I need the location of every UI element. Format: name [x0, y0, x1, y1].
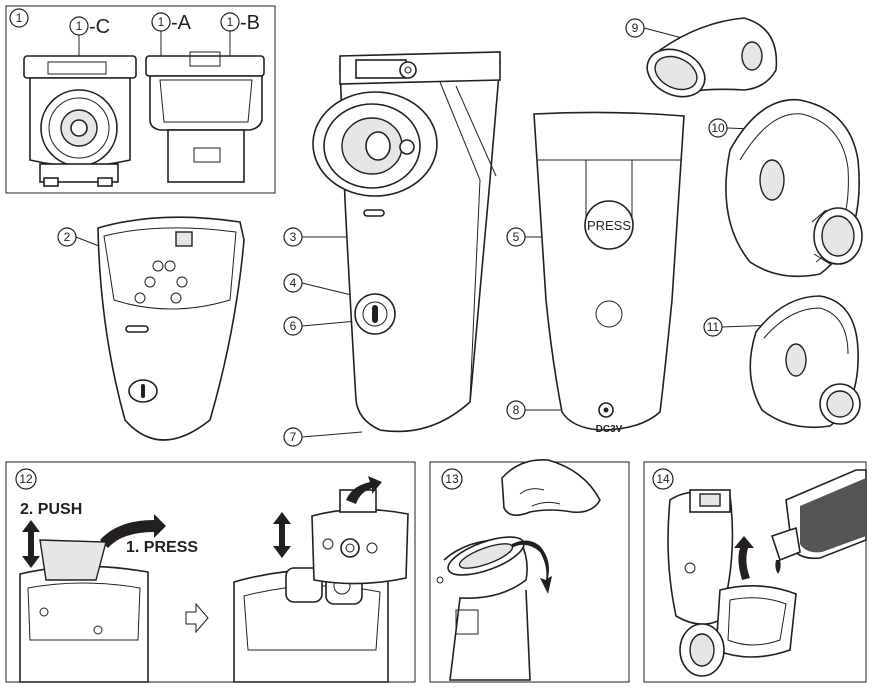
- callout-12: 12: [15, 468, 37, 490]
- callout-14: 14: [652, 468, 674, 490]
- callout-3: 3: [283, 227, 303, 247]
- callout-6: 6: [283, 316, 303, 336]
- callout-1: 1: [9, 8, 29, 28]
- callout-7: 7: [283, 427, 303, 447]
- callout-1c: 1: [69, 16, 89, 36]
- callout-11: 11: [703, 317, 723, 337]
- svg-text:8: 8: [513, 403, 520, 417]
- step-press-label: 1. PRESS: [126, 539, 198, 556]
- callout-1a: 1: [151, 12, 171, 32]
- svg-text:5: 5: [513, 230, 520, 244]
- callout-4: 4: [283, 273, 303, 293]
- power-button-icon: [354, 293, 396, 335]
- callout-13: 13: [441, 468, 463, 490]
- panel-12: 12 2. PUSH 1. PRESS: [5, 461, 416, 683]
- svg-text:14: 14: [656, 472, 670, 486]
- arrow-icon: [346, 476, 382, 504]
- svg-text:13: 13: [445, 472, 459, 486]
- svg-text:11: 11: [707, 320, 720, 334]
- arrow-icon: [185, 602, 209, 634]
- callout-8: 8: [506, 400, 526, 420]
- step-push-label: 2. PUSH: [20, 501, 82, 518]
- part-1c-cap: [23, 55, 137, 187]
- svg-text:10: 10: [711, 121, 725, 135]
- svg-text:1: 1: [16, 11, 23, 25]
- svg-text:1: 1: [227, 15, 234, 29]
- svg-text:6: 6: [290, 319, 297, 333]
- label-1a-suffix: -A: [171, 12, 192, 34]
- svg-text:12: 12: [19, 472, 33, 486]
- callout-5: 5: [506, 227, 526, 247]
- svg-text:3: 3: [290, 230, 297, 244]
- part-11-child-mask: 11: [703, 295, 861, 429]
- svg-text:2: 2: [64, 230, 71, 244]
- dc-port-label: DC3V: [596, 424, 623, 435]
- svg-text:4: 4: [290, 276, 297, 290]
- power-button-icon: [128, 379, 158, 403]
- press-label: PRESS: [587, 218, 631, 233]
- svg-text:7: 7: [290, 430, 297, 444]
- svg-text:9: 9: [632, 21, 639, 35]
- part-5-device-back: 5 8 PRESS DC3V: [506, 111, 685, 435]
- panel-14: 14: [643, 461, 867, 683]
- part-3-device: 3 4 6 7: [283, 51, 501, 447]
- callout-10: 10: [708, 118, 728, 138]
- double-arrow-icon: [22, 520, 40, 568]
- part-2-base-open: 2: [57, 216, 245, 441]
- part-10-adult-mask: 10: [708, 98, 863, 278]
- svg-text:1: 1: [76, 19, 83, 33]
- panel-1: 1 1 -C 1 -A 1 -B: [5, 5, 276, 194]
- double-arrow-icon: [273, 512, 291, 558]
- part-9-mouthpiece: 9: [625, 17, 778, 98]
- arrow-icon: [734, 536, 754, 580]
- callout-2: 2: [57, 227, 77, 247]
- svg-text:1: 1: [158, 15, 165, 29]
- panel-13: 13: [429, 459, 630, 683]
- callout-9: 9: [625, 18, 645, 38]
- label-1c-suffix: -C: [89, 16, 110, 38]
- callout-1b: 1: [220, 12, 240, 32]
- arrow-icon: [512, 540, 552, 594]
- part-1ab-cup: [145, 51, 265, 183]
- label-1b-suffix: -B: [240, 12, 260, 34]
- arrow-icon: [100, 514, 166, 548]
